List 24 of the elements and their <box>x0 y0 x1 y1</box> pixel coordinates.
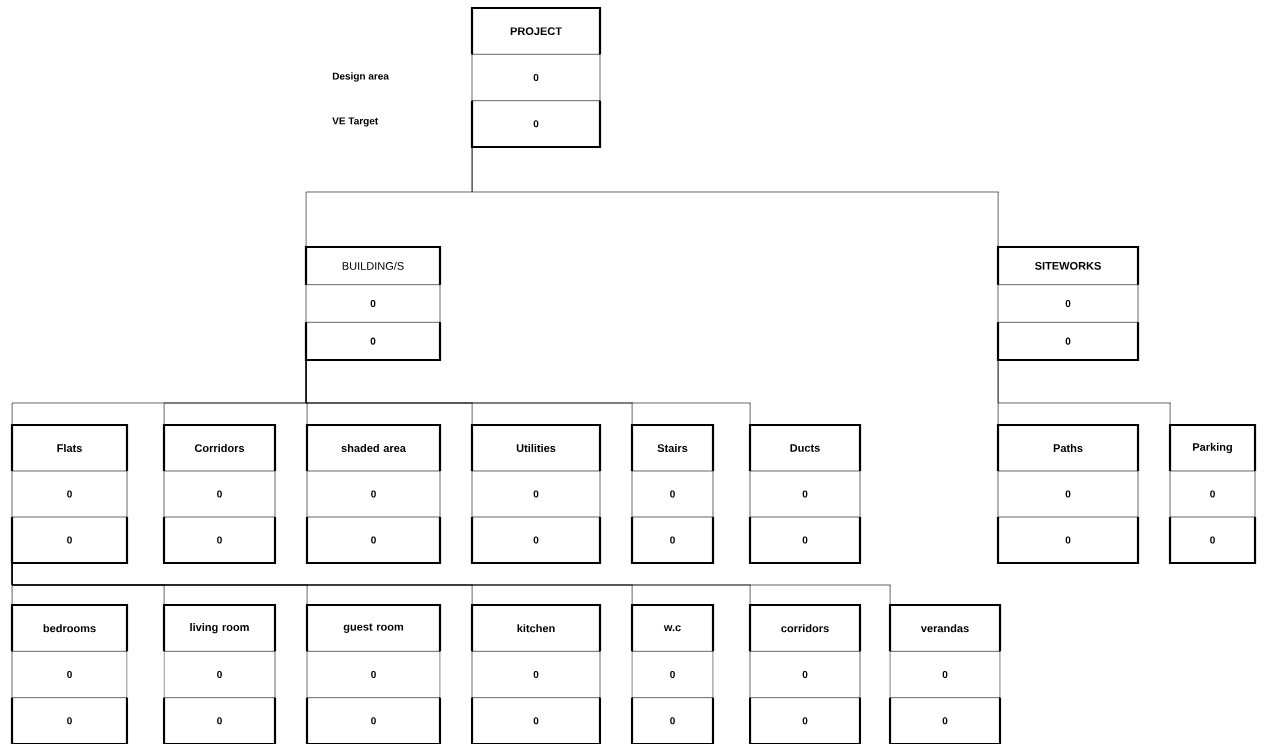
table-box: kitchen 0 0 <box>470 603 602 744</box>
table-box: verandas 0 0 <box>888 603 1002 744</box>
table-box: PROJECT 0 0 <box>470 6 602 149</box>
table-box: Paths 0 0 <box>996 423 1140 565</box>
connector-line <box>11 563 891 605</box>
table-box: corridors 0 0 <box>748 603 862 744</box>
table-box: Parking 0 0 <box>1168 423 1257 565</box>
table-box: Utilities 0 0 <box>470 423 602 565</box>
table-box: w.c 0 0 <box>630 603 715 744</box>
connector-line <box>305 360 751 425</box>
row-label: VE Target <box>332 117 379 127</box>
row-label: Design area <box>332 72 389 82</box>
connector-line <box>471 147 999 247</box>
table-box: Stairs 0 0 <box>630 423 715 565</box>
table-box: BUILDING/S 0 0 <box>304 245 442 362</box>
table-box: living room 0 0 <box>162 603 277 744</box>
table-box: Ducts 0 0 <box>748 423 862 565</box>
table-box: Flats 0 0 <box>10 423 129 565</box>
table-box: Corridors 0 0 <box>162 423 277 565</box>
table-box: bedrooms 0 0 <box>10 603 129 744</box>
connector-line <box>997 360 1171 425</box>
table-box: shaded area 0 0 <box>305 423 442 565</box>
table-box: guest room 0 0 <box>305 603 442 744</box>
table-box: SITEWORKS 0 0 <box>996 245 1140 362</box>
